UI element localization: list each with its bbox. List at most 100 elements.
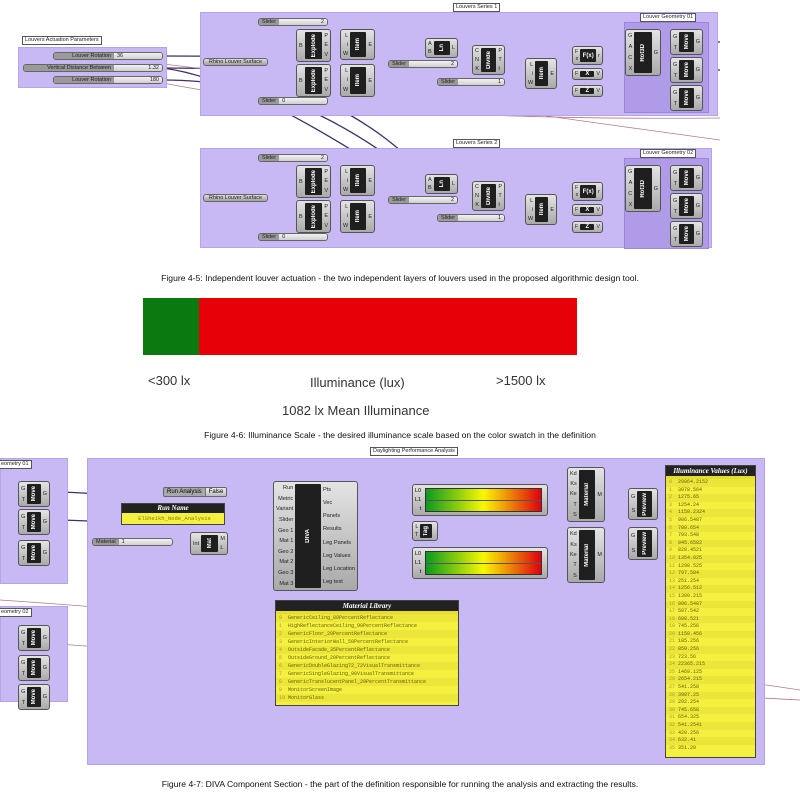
explode-output-port[interactable]: V	[324, 52, 328, 59]
divide-input-port[interactable]: N	[475, 56, 479, 63]
parameter-slider[interactable]: Louver Rotation Angle180	[53, 76, 163, 84]
gradient-input-port[interactable]: L1	[415, 559, 422, 566]
move-input-port[interactable]: G	[673, 89, 678, 96]
run-analysis-value[interactable]: False	[205, 488, 227, 496]
item-input-port[interactable]: i	[346, 213, 349, 220]
item-input-port[interactable]: W	[343, 87, 349, 94]
rot3d-input-port[interactable]: A	[628, 44, 633, 51]
material-output-port[interactable]: M	[597, 552, 602, 558]
move-output-port[interactable]: G	[42, 491, 47, 497]
rot3d-input-port[interactable]: X	[628, 65, 633, 72]
fx-output-port[interactable]: r	[598, 188, 600, 195]
move-input-port[interactable]: G	[673, 61, 678, 68]
mat-output-port[interactable]: M	[220, 535, 225, 542]
item-input-port[interactable]: W	[528, 79, 534, 86]
ln-output-port[interactable]: L	[451, 181, 455, 187]
gradient-input-port[interactable]: L0	[415, 487, 422, 494]
divide-output-port[interactable]: P	[498, 184, 502, 191]
move-input-port[interactable]: G	[673, 225, 678, 232]
run-name-value[interactable]: ElSheikh_Node_Analysis	[122, 513, 224, 524]
tag-input-port[interactable]: L	[415, 524, 419, 530]
move-output-port[interactable]: G	[695, 39, 700, 45]
slider-index-value[interactable]: 0	[279, 234, 327, 240]
move-input-port[interactable]: G	[21, 544, 26, 551]
fx-input-port[interactable]: x	[575, 192, 579, 199]
ln-input-port[interactable]: A	[428, 177, 432, 183]
slider-count-value[interactable]: 2	[279, 19, 327, 25]
preview-input-port[interactable]: S	[631, 508, 636, 514]
preview-input-port[interactable]: S	[631, 547, 636, 554]
item-output-port[interactable]: E	[550, 206, 554, 213]
material-slider-value[interactable]: 1	[118, 539, 172, 545]
diva-input-port[interactable]: Slider	[279, 517, 294, 524]
divide-input-port[interactable]: C	[475, 184, 479, 191]
move-input-port[interactable]: T	[673, 180, 678, 187]
diva-input-port[interactable]: Mat 2	[279, 559, 294, 566]
explode-output-port[interactable]: E	[324, 213, 328, 220]
parameter-slider[interactable]: Vertical Distance Between Louvers1.32	[23, 64, 163, 72]
divide-input-port[interactable]: N	[475, 192, 479, 199]
diva-input-port[interactable]: Geo 1	[278, 527, 294, 534]
z-input-port[interactable]: F	[575, 88, 579, 94]
explode-output-port[interactable]: E	[324, 178, 328, 185]
fx-output-port[interactable]: r	[598, 52, 600, 59]
diva-output-port[interactable]: Leg Panels	[322, 539, 351, 546]
slider-item-value[interactable]: 1	[458, 79, 504, 85]
item-output-port[interactable]: E	[368, 177, 372, 184]
item-input-port[interactable]: L	[345, 168, 349, 175]
move-input-port[interactable]: T	[21, 555, 26, 562]
divide-output-port[interactable]: T	[498, 56, 502, 63]
fx-input-port[interactable]: F	[575, 48, 579, 55]
diva-output-port[interactable]: Leg Location	[322, 566, 355, 573]
preview-input-port[interactable]: G	[631, 533, 636, 540]
fx-input-port[interactable]: F	[575, 184, 579, 191]
rot3d-output-port[interactable]: G	[653, 49, 658, 56]
item-input-port[interactable]: L	[530, 197, 534, 204]
divide-output-port[interactable]: T	[498, 192, 502, 199]
rhino-louver-surface-param[interactable]: Rhino Louver Surface	[203, 58, 268, 66]
explode-output-port[interactable]: P	[324, 67, 328, 74]
item-input-port[interactable]: i	[346, 41, 349, 48]
ln-input-port[interactable]: A	[428, 41, 432, 47]
explode-output-port[interactable]: P	[324, 32, 328, 39]
gradient-1-swatch[interactable]	[425, 488, 542, 512]
material-input-port[interactable]: Ks	[570, 541, 577, 548]
item-output-port[interactable]: E	[550, 70, 554, 77]
material-input-port[interactable]: Ks	[570, 481, 577, 488]
